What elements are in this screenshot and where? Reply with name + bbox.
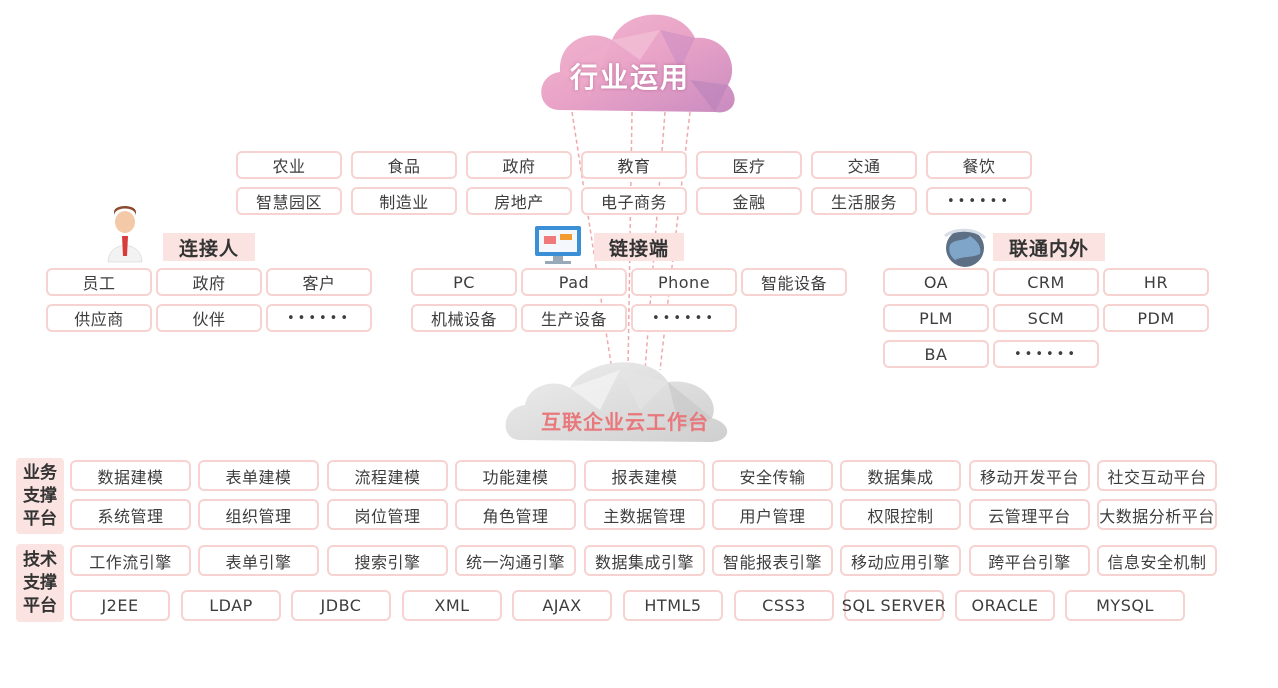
connect-systems-item: PLM	[883, 304, 989, 332]
connect-devices-item: Pad	[521, 268, 627, 296]
business-support-tag: 业务 支撑 平台	[16, 458, 64, 534]
industry-item: ••••••	[926, 187, 1032, 215]
business-item: 移动开发平台	[969, 460, 1090, 491]
monitor-icon	[535, 226, 581, 264]
globe-icon	[944, 228, 987, 267]
business-item: 表单建模	[198, 460, 319, 491]
tech-stack-item: MYSQL	[1065, 590, 1185, 621]
tech-stack-item: LDAP	[181, 590, 281, 621]
industry-item: 智慧园区	[236, 187, 342, 215]
tech-stack-item: CSS3	[734, 590, 834, 621]
connect-devices-item: Phone	[631, 268, 737, 296]
tech-tag-line: 技术	[23, 549, 57, 570]
business-item: 岗位管理	[327, 499, 448, 530]
connect-systems-label: 联通内外	[993, 233, 1105, 261]
connect-people-item: 客户	[266, 268, 372, 296]
connect-systems-item: CRM	[993, 268, 1099, 296]
connect-systems-item: ••••••	[993, 340, 1099, 368]
business-item: 社交互动平台	[1097, 460, 1217, 491]
connect-systems-item: BA	[883, 340, 989, 368]
industry-item: 制造业	[351, 187, 457, 215]
business-item: 权限控制	[840, 499, 961, 530]
connect-systems-item: OA	[883, 268, 989, 296]
connect-people-item: 供应商	[46, 304, 152, 332]
connect-devices-item: ••••••	[631, 304, 737, 332]
tech-engine-item: 表单引擎	[198, 545, 319, 576]
connect-devices-label: 链接端	[594, 233, 684, 261]
tech-tag-line: 平台	[23, 595, 57, 616]
tech-engine-item: 智能报表引擎	[712, 545, 833, 576]
industry-item: 食品	[351, 151, 457, 179]
tech-stack-item: XML	[402, 590, 502, 621]
industry-item: 金融	[696, 187, 802, 215]
business-tag-line: 业务	[23, 462, 57, 483]
business-item: 流程建模	[327, 460, 448, 491]
business-tag-line: 支撑	[23, 485, 57, 506]
connect-people-label: 连接人	[163, 233, 255, 261]
connect-devices-item: 智能设备	[741, 268, 847, 296]
business-item: 用户管理	[712, 499, 833, 530]
tech-support-tag: 技术 支撑 平台	[16, 544, 64, 622]
business-item: 云管理平台	[969, 499, 1090, 530]
connect-people-item: 伙伴	[156, 304, 262, 332]
business-item: 功能建模	[455, 460, 576, 491]
business-item: 报表建模	[584, 460, 705, 491]
business-item: 安全传输	[712, 460, 833, 491]
business-tag-line: 平台	[23, 508, 57, 529]
industry-item: 交通	[811, 151, 917, 179]
tech-engine-item: 信息安全机制	[1097, 545, 1217, 576]
tech-stack-item: AJAX	[512, 590, 612, 621]
business-item: 角色管理	[455, 499, 576, 530]
tech-stack-item: ORACLE	[955, 590, 1055, 621]
platform-cloud-icon	[505, 362, 728, 442]
tech-stack-item: HTML5	[623, 590, 723, 621]
page-title: 行业运用	[570, 61, 691, 94]
connect-systems-item: HR	[1103, 268, 1209, 296]
connect-devices-item: 机械设备	[411, 304, 517, 332]
person-icon	[107, 206, 143, 263]
platform-title: 互联企业云工作台	[541, 410, 709, 434]
industry-item: 电子商务	[581, 187, 687, 215]
industry-item: 农业	[236, 151, 342, 179]
tech-engine-item: 数据集成引擎	[584, 545, 705, 576]
business-item: 主数据管理	[584, 499, 705, 530]
tech-stack-item: SQL SERVER	[842, 590, 946, 621]
connect-systems-item: PDM	[1103, 304, 1209, 332]
tech-stack-item: J2EE	[70, 590, 170, 621]
industry-item: 餐饮	[926, 151, 1032, 179]
industry-item: 房地产	[466, 187, 572, 215]
industry-item: 教育	[581, 151, 687, 179]
connect-people-item: 政府	[156, 268, 262, 296]
tech-engine-item: 工作流引擎	[70, 545, 191, 576]
connect-people-item: ••••••	[266, 304, 372, 332]
tech-tag-line: 支撑	[23, 572, 57, 593]
tech-engine-item: 跨平台引擎	[969, 545, 1090, 576]
business-item: 数据集成	[840, 460, 961, 491]
connect-systems-item: SCM	[993, 304, 1099, 332]
top-cloud-icon	[541, 14, 735, 113]
business-item: 系统管理	[70, 499, 191, 530]
business-item: 组织管理	[198, 499, 319, 530]
tech-engine-item: 搜索引擎	[327, 545, 448, 576]
industry-item: 政府	[466, 151, 572, 179]
industry-item: 医疗	[696, 151, 802, 179]
connect-devices-item: 生产设备	[521, 304, 627, 332]
tech-stack-item: JDBC	[291, 590, 391, 621]
connect-people-item: 员工	[46, 268, 152, 296]
tech-engine-item: 移动应用引擎	[840, 545, 961, 576]
business-item: 数据建模	[70, 460, 191, 491]
industry-item: 生活服务	[811, 187, 917, 215]
connect-devices-item: PC	[411, 268, 517, 296]
tech-engine-item: 统一沟通引擎	[455, 545, 576, 576]
business-item: 大数据分析平台	[1097, 499, 1217, 530]
